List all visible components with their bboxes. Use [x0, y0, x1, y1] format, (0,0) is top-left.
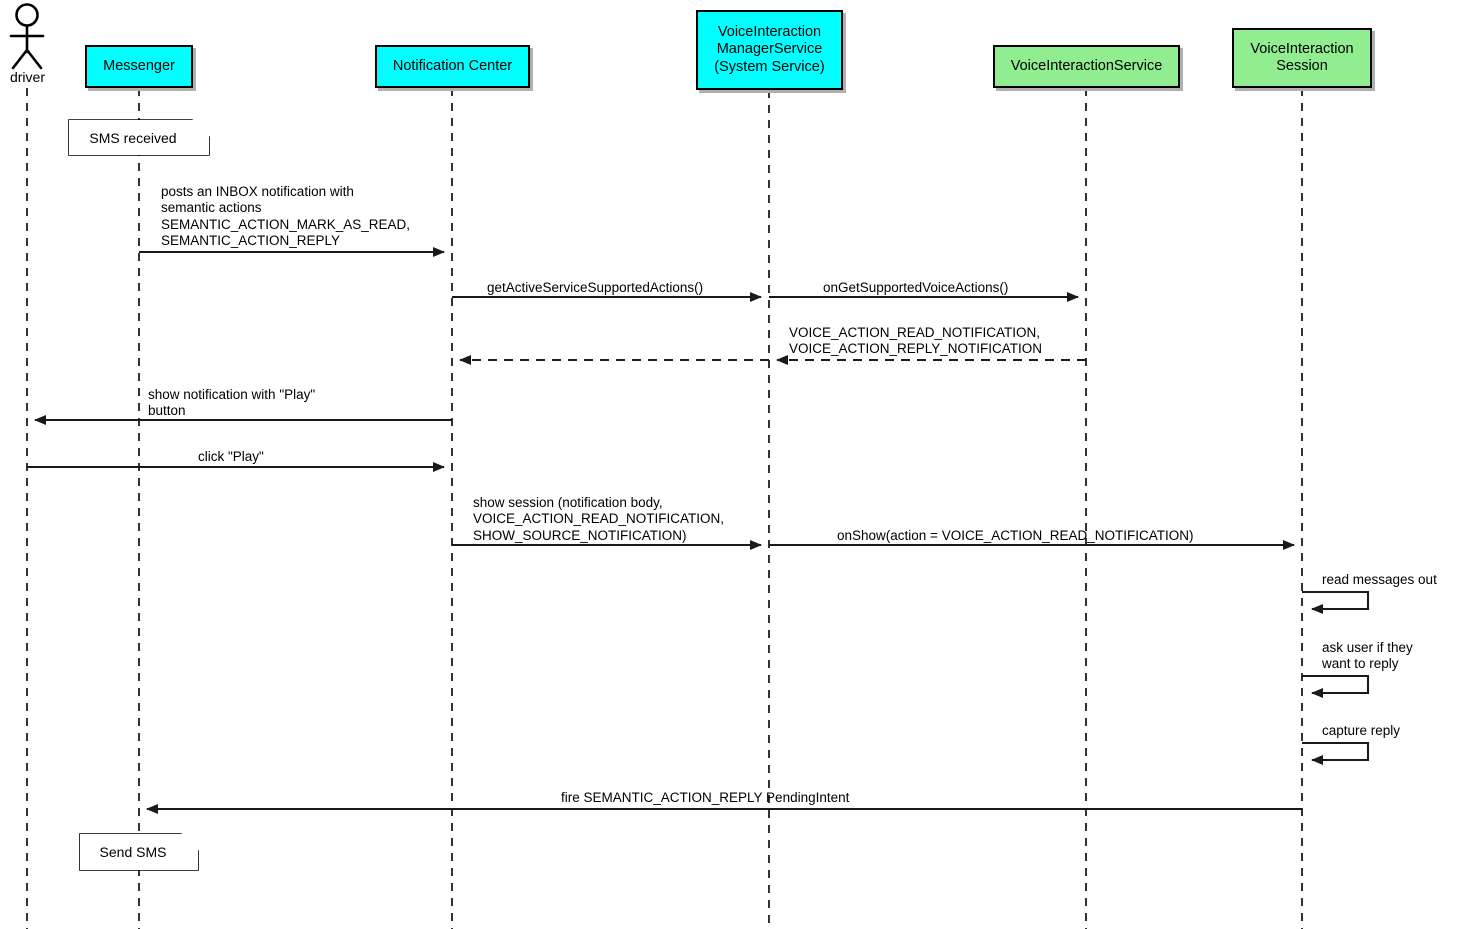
note-send-sms: Send SMS [80, 834, 198, 870]
label-self-capture-reply: capture reply [1322, 723, 1401, 738]
lifelines [26, 88, 1303, 929]
actor-driver-icon [9, 3, 45, 70]
label-get-active-service-supported-actions: getActiveServiceSupportedActions() [487, 280, 704, 295]
arrow-self-capture-reply [1302, 741, 1370, 765]
label-post-inbox-notification: posts an INBOX notification with semanti… [161, 184, 411, 249]
label-show-session: show session (notification body, VOICE_A… [473, 495, 725, 543]
participant-voice-interaction-session[interactable]: VoiceInteraction Session [1232, 28, 1372, 88]
participant-messenger-label: Messenger [103, 57, 175, 74]
label-self-ask-user-reply: ask user if they want to reply [1322, 640, 1413, 672]
note-sms-received-label: SMS received [89, 129, 177, 146]
label-fire-semantic-action-reply: fire SEMANTIC_ACTION_REPLY PendingIntent [561, 790, 850, 805]
participant-messenger[interactable]: Messenger [85, 45, 193, 88]
participant-notification-center-label: Notification Center [392, 57, 513, 74]
label-on-show: onShow(action = VOICE_ACTION_READ_NOTIFI… [837, 528, 1194, 543]
label-show-notification-play: show notification with "Play" button [148, 387, 316, 419]
participant-notification-center[interactable]: Notification Center [375, 45, 530, 88]
participant-voice-interaction-manager-service[interactable]: VoiceInteraction ManagerService (System … [696, 10, 843, 90]
participant-vims-label: VoiceInteraction ManagerService (System … [714, 24, 825, 75]
participant-vis-label: VoiceInteractionService [1010, 57, 1163, 74]
arrow-self-read-messages-out [1302, 590, 1370, 614]
label-click-play: click "Play" [198, 449, 264, 464]
participant-voice-interaction-service[interactable]: VoiceInteractionService [993, 45, 1180, 88]
label-on-get-supported-voice-actions: onGetSupportedVoiceActions() [823, 280, 1009, 295]
note-sms-received: SMS received [69, 120, 209, 155]
arrow-self-ask-user-reply [1302, 674, 1370, 698]
label-self-read-messages-out: read messages out [1322, 572, 1437, 587]
note-send-sms-label: Send SMS [99, 844, 167, 860]
actor-driver-label: driver [9, 69, 45, 85]
participant-vi-session-label: VoiceInteraction Session [1250, 40, 1354, 74]
label-return-voice-actions: VOICE_ACTION_READ_NOTIFICATION, VOICE_AC… [789, 325, 1043, 357]
